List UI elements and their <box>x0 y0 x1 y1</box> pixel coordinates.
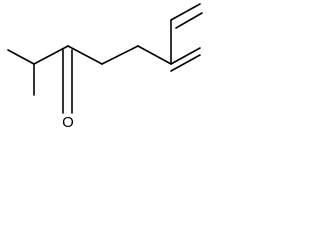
bond-vinyl-double-inner <box>175 12 203 29</box>
bond-methyl-upper <box>7 49 35 65</box>
oxygen-atom-label: O <box>62 114 74 131</box>
bond-ch2-ch2 <box>101 45 139 65</box>
bond-ch2-c5 <box>137 45 172 65</box>
skeletal-formula: O <box>7 3 203 131</box>
bond-methylene-double-outer <box>170 47 201 65</box>
bond-vinyl-double-outer <box>170 3 201 21</box>
bond-methylene-double-inner <box>170 54 201 72</box>
bond-carbonyl-ch2 <box>67 45 103 65</box>
bond-isopropyl-carbonyl <box>33 45 69 65</box>
